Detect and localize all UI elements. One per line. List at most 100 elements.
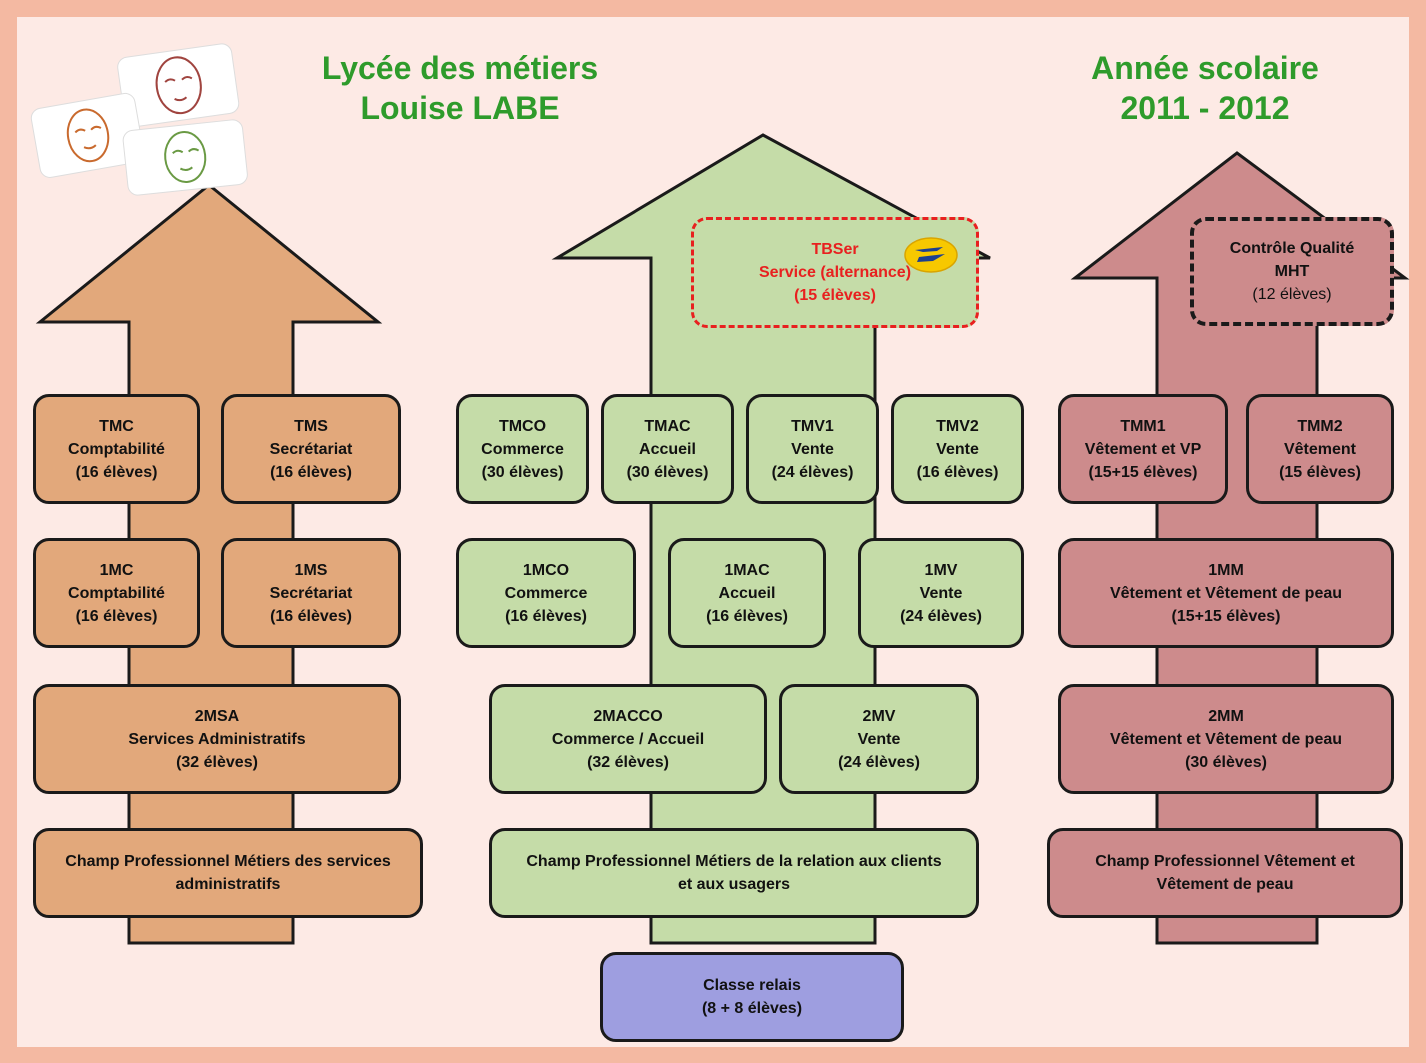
class-2macco: 2MACCO Commerce / Accueil (32 élèves) — [489, 684, 767, 794]
champ-vetement: Champ Professionnel Vêtement et Vêtement… — [1047, 828, 1403, 918]
class-2mm: 2MM Vêtement et Vêtement de peau (30 élè… — [1058, 684, 1394, 794]
champ-relation-clients: Champ Professionnel Métiers de la relati… — [489, 828, 979, 918]
class-name: Comptabilité — [68, 584, 165, 602]
class-name: Vente — [919, 584, 963, 602]
class-name: Vêtement — [1283, 440, 1357, 458]
class-tmc: TMC Comptabilité (16 élèves) — [33, 394, 200, 504]
class-count: (24 élèves) — [900, 607, 982, 625]
class-count: (16 élèves) — [706, 607, 788, 625]
class-count: (16 élèves) — [75, 463, 158, 481]
class-count: (16 élèves) — [916, 463, 999, 481]
champ-line1: Champ Professionnel Métiers de la relati… — [526, 853, 942, 870]
class-code: TMM1 — [1120, 417, 1166, 435]
class-count: (30 élèves) — [481, 463, 564, 481]
class-name: Secrétariat — [269, 584, 353, 602]
class-name: Commerce — [504, 584, 588, 602]
class-count: (15+15 élèves) — [1088, 463, 1198, 481]
class-code: 1MCO — [522, 561, 570, 579]
class-code: 2MSA — [194, 707, 240, 725]
year-title: Année scolaire 2011 - 2012 — [1060, 48, 1350, 128]
class-1ms: 1MS Secrétariat (16 élèves) — [221, 538, 401, 648]
class-code: TMV1 — [791, 417, 834, 435]
class-name: Vente — [791, 440, 834, 458]
class-count: (15 élèves) — [1279, 463, 1361, 481]
class-name: Vêtement et VP — [1084, 440, 1202, 458]
class-tmm2: TMM2 Vêtement (15 élèves) — [1246, 394, 1394, 504]
class-2msa: 2MSA Services Administratifs (32 élèves) — [33, 684, 401, 794]
class-1mm: 1MM Vêtement et Vêtement de peau (15+15 … — [1058, 538, 1394, 648]
class-2mv: 2MV Vente (24 élèves) — [779, 684, 979, 794]
class-code: TMAC — [644, 417, 691, 435]
classe-relais: Classe relais (8 + 8 élèves) — [600, 952, 904, 1042]
class-1mc: 1MC Comptabilité (16 élèves) — [33, 538, 200, 648]
school-title: Lycée des métiers Louise LABE — [295, 48, 625, 128]
year-title-line2: 2011 - 2012 — [1120, 90, 1290, 126]
relais-line2: (8 + 8 élèves) — [701, 1000, 803, 1017]
class-code: TMC — [99, 417, 134, 435]
class-code: MHT — [1274, 263, 1310, 280]
class-code: 2MM — [1208, 707, 1244, 725]
class-name: Vente — [857, 730, 901, 748]
school-title-line2: Louise LABE — [360, 90, 560, 126]
class-tmac: TMAC Accueil (30 élèves) — [601, 394, 734, 504]
class-1mac: 1MAC Accueil (16 élèves) — [668, 538, 826, 648]
class-controle-qualite: Contrôle Qualité MHT (12 élèves) — [1190, 217, 1394, 326]
champ-line2: Vêtement de peau — [1156, 876, 1294, 893]
champ-services-administratifs: Champ Professionnel Métiers des services… — [33, 828, 423, 918]
class-count: (16 élèves) — [75, 607, 158, 625]
class-count: (30 élèves) — [1185, 753, 1267, 771]
class-count: (32 élèves) — [587, 753, 669, 771]
class-code: 2MV — [862, 707, 896, 725]
class-name: Vêtement et Vêtement de peau — [1109, 730, 1343, 748]
class-name: Comptabilité — [68, 440, 165, 458]
class-tbser: TBSer Service (alternance) (15 élèves) — [691, 217, 979, 328]
class-count: (16 élèves) — [505, 607, 587, 625]
class-1mv: 1MV Vente (24 élèves) — [858, 538, 1024, 648]
class-code: TMM2 — [1297, 417, 1343, 435]
class-code: 1MS — [294, 561, 328, 579]
class-tms: TMS Secrétariat (16 élèves) — [221, 394, 401, 504]
class-code: TBSer — [811, 241, 859, 258]
class-tmv2: TMV2 Vente (16 élèves) — [891, 394, 1024, 504]
relais-line1: Classe relais — [703, 977, 801, 994]
class-name: Vêtement et Vêtement de peau — [1109, 584, 1343, 602]
class-count: (24 élèves) — [838, 753, 920, 771]
class-count: (32 élèves) — [176, 753, 258, 771]
champ-line1: Champ Professionnel Métiers des services — [65, 853, 391, 870]
class-name: Service (alternance) — [758, 264, 912, 281]
class-count: (15+15 élèves) — [1171, 607, 1281, 625]
school-title-line1: Lycée des métiers — [321, 50, 599, 86]
class-name: Services Administratifs — [128, 730, 306, 748]
class-code: TMCO — [498, 417, 547, 435]
la-poste-logo-icon — [904, 237, 958, 273]
school-logo — [30, 43, 248, 196]
class-tmv1: TMV1 Vente (24 élèves) — [746, 394, 879, 504]
class-count: (24 élèves) — [771, 463, 854, 481]
champ-line1: Champ Professionnel Vêtement et — [1095, 853, 1355, 870]
class-code: 2MACCO — [593, 707, 663, 725]
class-count: (16 élèves) — [270, 607, 352, 625]
class-code: TMV2 — [936, 417, 979, 435]
class-name: Vente — [936, 440, 979, 458]
class-name: Commerce / Accueil — [551, 730, 705, 748]
class-count: (30 élèves) — [626, 463, 709, 481]
champ-line2: et aux usagers — [677, 876, 791, 893]
champ-line2: administratifs — [175, 876, 281, 893]
class-count: (16 élèves) — [270, 463, 352, 481]
class-name: Contrôle Qualité — [1229, 240, 1355, 257]
class-1mco: 1MCO Commerce (16 élèves) — [456, 538, 636, 648]
class-name: Commerce — [481, 440, 564, 458]
class-code: 1MM — [1208, 561, 1244, 579]
class-count: (12 élèves) — [1252, 286, 1332, 303]
class-tmm1: TMM1 Vêtement et VP (15+15 élèves) — [1058, 394, 1228, 504]
class-code: 1MC — [99, 561, 134, 579]
class-name: Accueil — [718, 584, 776, 602]
class-count: (15 élèves) — [794, 287, 876, 304]
class-code: 1MAC — [724, 561, 770, 579]
class-name: Accueil — [639, 440, 696, 458]
class-tmco: TMCO Commerce (30 élèves) — [456, 394, 589, 504]
class-name: Secrétariat — [269, 440, 353, 458]
year-title-line1: Année scolaire — [1091, 50, 1319, 86]
class-code: TMS — [294, 417, 328, 435]
class-code: 1MV — [924, 561, 958, 579]
